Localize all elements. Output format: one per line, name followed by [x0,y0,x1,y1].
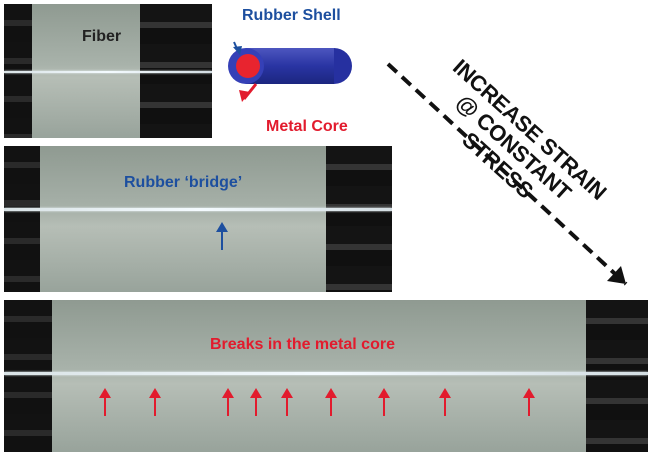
strain-text: INCREASE STRAIN @ CONSTANT STRESS [404,44,623,251]
break-arrow-icon [439,388,451,416]
right-grip [326,146,392,292]
break-arrow-icon [99,388,111,416]
breaks-label: Breaks in the metal core [210,336,395,353]
left-grip [4,146,40,292]
metal-core-label: Metal Core [266,118,348,135]
left-grip [4,300,52,452]
break-arrow-icon [325,388,337,416]
middle-fiber-photo: Rubber ‘bridge’ [4,146,392,292]
fiber-line [4,372,648,375]
fiber-line [4,71,212,73]
fiber-line [4,208,392,211]
bottom-fiber-photo: Breaks in the metal core [4,300,648,452]
rubber-shell-label: Rubber Shell [242,7,341,24]
fiber-label: Fiber [82,28,122,45]
rubber-bridge-arrow-icon [216,222,228,250]
rubber-bridge-label: Rubber ‘bridge’ [124,174,243,191]
break-arrow-icon [523,388,535,416]
right-grip [586,300,648,452]
break-arrow-icon [222,388,234,416]
break-arrow-icon [281,388,293,416]
fiber-cross-section-icon [228,41,352,102]
break-arrow-icon [250,388,262,416]
break-arrow-icon [378,388,390,416]
break-arrow-icon [149,388,161,416]
top-fiber-photo: Fiber [4,4,212,138]
